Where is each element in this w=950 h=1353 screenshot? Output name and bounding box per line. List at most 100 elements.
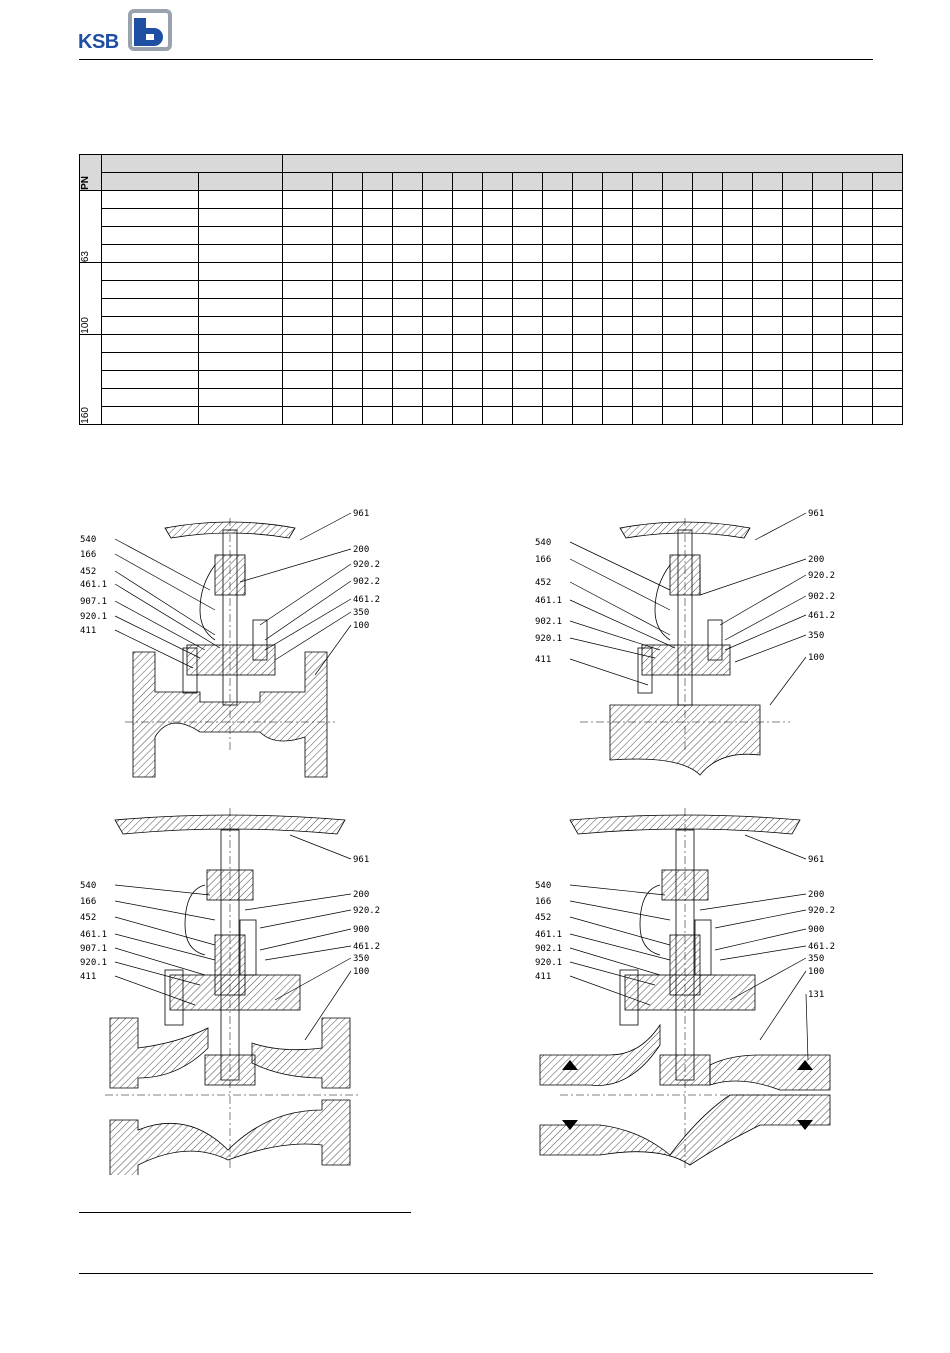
table-cell: [842, 226, 873, 245]
table-cell: [871, 352, 904, 371]
part-label: 920.2: [353, 560, 380, 570]
table-cell: [452, 262, 483, 281]
table-cell: [782, 208, 813, 227]
valve-body: [109, 1099, 351, 1175]
weld-mark: [797, 1120, 813, 1130]
leader-line: [569, 933, 671, 961]
part-label: 100: [353, 621, 369, 631]
table-cell: [632, 262, 663, 281]
table-cell: [602, 280, 633, 299]
bolt: [619, 969, 639, 1026]
table-cell: [752, 388, 783, 407]
part-label: 350: [808, 954, 824, 964]
table-cell: [198, 388, 283, 407]
part-label: 350: [353, 608, 369, 618]
table-cell: [482, 334, 513, 353]
leader-line: [714, 928, 807, 951]
pn-group-label: 100: [80, 317, 91, 334]
subheader-cell: [452, 172, 483, 191]
table-cell: [842, 262, 873, 281]
valve-body: [609, 704, 761, 776]
table-cell: [482, 388, 513, 407]
table-row: 100: [79, 262, 904, 335]
table-cell: [392, 370, 423, 389]
table-cell: [812, 352, 843, 371]
table-cell: [332, 352, 363, 371]
bonnet: [169, 974, 301, 1011]
part-label: 452: [80, 567, 96, 577]
pn-group-cell: 63: [79, 190, 102, 263]
leader-line: [719, 574, 807, 626]
table-cell: [542, 280, 573, 299]
leader-line: [569, 884, 666, 896]
weld-mark: [562, 1120, 578, 1130]
table-cell: [602, 388, 633, 407]
table-cell: [422, 316, 453, 335]
table-cell: [332, 226, 363, 245]
table-cell: [692, 352, 723, 371]
leader-line: [114, 629, 194, 669]
table-cell: [482, 406, 513, 425]
table-cell: [362, 244, 393, 263]
table-cell: [782, 316, 813, 335]
leader-line: [114, 600, 206, 651]
table-cell: [722, 226, 753, 245]
part-label: 411: [535, 655, 551, 665]
table-cell: [812, 406, 843, 425]
part-label: 461.1: [535, 596, 562, 606]
table-cell: [812, 334, 843, 353]
table-cell: [542, 208, 573, 227]
part-label: 411: [535, 972, 551, 982]
subheader-cell: [198, 172, 283, 191]
footnote-rule: [79, 1212, 411, 1213]
table-cell: [662, 298, 693, 317]
yoke-nut: [214, 554, 246, 596]
table-cell: [392, 262, 423, 281]
table-cell: [722, 388, 753, 407]
table-cell: [422, 370, 453, 389]
table-cell: [362, 316, 393, 335]
table-row: [80, 316, 904, 335]
leader-line: [259, 928, 352, 951]
leader-line: [114, 933, 216, 961]
bolt: [637, 647, 653, 694]
table-cell: [871, 226, 904, 245]
leader-line: [304, 970, 352, 1041]
table-cell: [602, 298, 633, 317]
table-cell: [542, 190, 573, 209]
table-row: [80, 226, 904, 245]
table-cell: [842, 280, 873, 299]
table-cell: [692, 190, 723, 209]
table-cell: [452, 352, 483, 371]
table-cell: [482, 208, 513, 227]
subheader-cell: [662, 172, 693, 191]
table-cell: [422, 280, 453, 299]
table-cell: [692, 280, 723, 299]
figure-2: 540166452461.1902.1920.1411961200920.290…: [535, 509, 835, 776]
table-cell: [662, 388, 693, 407]
part-label: 920.1: [80, 958, 107, 968]
table-cell: [282, 280, 333, 299]
table-cell: [282, 262, 333, 281]
table-cell: [392, 208, 423, 227]
table-row: 160: [79, 334, 904, 425]
table-cell: [722, 262, 753, 281]
part-label: 902.2: [808, 592, 835, 602]
table-cell: [332, 244, 363, 263]
table-cell: [282, 352, 333, 371]
table-cell: [842, 244, 873, 263]
leader-line: [114, 916, 216, 946]
bolt: [164, 969, 184, 1026]
part-label: 920.1: [535, 634, 562, 644]
table-cell: [752, 352, 783, 371]
leader-line: [114, 900, 216, 921]
table-cell: [752, 208, 783, 227]
table-cell: [482, 370, 513, 389]
table-cell: [542, 352, 573, 371]
leader-line: [114, 615, 201, 659]
part-label: 907.1: [80, 944, 107, 954]
table-cell: [662, 208, 693, 227]
part-label: 461.2: [808, 611, 835, 621]
table-cell: [101, 208, 199, 227]
table-cell: [392, 334, 423, 353]
